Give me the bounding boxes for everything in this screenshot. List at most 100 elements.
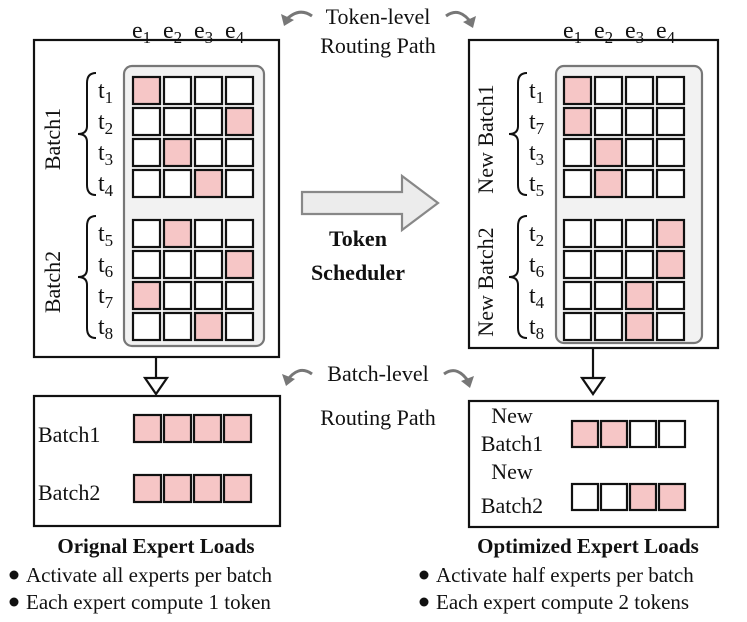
optimized-load-label: New [491,403,533,428]
routing-cell [224,218,255,249]
original-expert-header-e4: e4 [225,18,245,47]
routing-cell [224,75,255,106]
optimized-token-label-t5: t5 [529,171,544,200]
routing-cell [193,280,224,311]
routing-cell [162,280,193,311]
bullet-icon [419,597,429,607]
optimized-token-label-t7: t7 [529,109,545,138]
original-batch-brace [77,72,97,196]
routing-cell [224,137,255,168]
expert-load-cell [570,419,600,449]
expert-load-cell [222,473,253,504]
routing-cell [655,168,686,199]
routing-cell [593,218,624,249]
routing-cell [131,75,162,106]
original-load-label: Batch2 [38,480,100,505]
routing-cell [131,311,162,342]
optimized-batch-brace [508,215,528,339]
expert-load-cell [132,473,163,504]
routing-cell [224,106,255,137]
routing-cell [624,280,655,311]
routing-cell [593,311,624,342]
optimized-batch-brace [508,72,528,196]
routing-cell [193,168,224,199]
routing-cell [624,311,655,342]
expert-load-cell [657,419,687,449]
routing-cell [593,106,624,137]
bullet-icon [9,570,19,580]
expert-load-cell [628,419,658,449]
expert-load-cell [599,482,629,512]
routing-cell [193,137,224,168]
routing-cell [593,168,624,199]
optimized-batch-label: New Batch2 [473,227,498,336]
routing-cell [655,137,686,168]
token-scheduler-arrow [300,173,440,233]
routing-cell [131,218,162,249]
original-load-label: Batch1 [38,422,100,447]
routing-cell [655,106,686,137]
routing-cell [655,218,686,249]
original-token-label-t5: t5 [98,221,113,250]
optimized-loads-frame [467,399,720,529]
routing-cell [655,280,686,311]
routing-cell [193,311,224,342]
original-bullet-text: Activate all experts per batch [26,563,273,587]
optimized-load-label: New [491,459,533,484]
optimized-token-label-t3: t3 [529,140,544,169]
optimized-expert-header-e1: e1 [563,18,582,47]
original-batch-brace [77,215,97,339]
original-loads-title: Orignal Expert Loads [57,534,254,558]
original-loads-frame [32,394,282,528]
expert-load-cell [657,482,687,512]
routing-cell [131,249,162,280]
routing-cell [624,106,655,137]
routing-cell [593,249,624,280]
optimized-token-label-t8: t8 [529,314,544,343]
original-token-label-t4: t4 [98,171,114,200]
original-batch-label: Batch2 [40,251,65,313]
routing-cell [562,280,593,311]
optimized-expert-header-e4: e4 [656,18,676,47]
routing-cell [593,280,624,311]
batch-level-label-line1: Batch-level [327,361,428,386]
original-panel-frame [32,38,281,359]
optimized-bullet-text: Each expert compute 2 tokens [436,590,689,614]
right-arrow-icon [300,173,440,233]
routing-cell [162,75,193,106]
arrowhead-icon [463,16,476,28]
original-expert-header-e2: e2 [163,18,182,47]
expert-load-cell [570,482,600,512]
down-arrow-icon [579,376,607,396]
expert-load-cell [162,473,193,504]
routing-cell [131,168,162,199]
original-expert-header-e1: e1 [132,18,151,47]
routing-cell [162,311,193,342]
expert-load-cell [132,413,163,444]
routing-cell [193,249,224,280]
routing-cell [624,168,655,199]
scheduler-label-line1: Token [329,226,387,251]
routing-cell [593,137,624,168]
routing-cell [562,311,593,342]
routing-cell [162,249,193,280]
routing-cell [162,106,193,137]
routing-cell [593,75,624,106]
routing-cell [624,249,655,280]
original-down-arrow [142,358,170,396]
optimized-batch-label: New Batch1 [473,84,498,193]
expert-load-cell [192,473,223,504]
token-level-label-line1: Token-level [326,4,431,29]
routing-cell [131,280,162,311]
original-token-label-t1: t1 [98,78,113,107]
expert-load-cell [222,413,253,444]
arrowhead-icon [281,14,294,26]
optimized-load-label: Batch2 [481,493,543,518]
routing-cell [562,168,593,199]
scheduler-label-line2: Scheduler [311,260,405,285]
expert-load-cell [599,419,629,449]
